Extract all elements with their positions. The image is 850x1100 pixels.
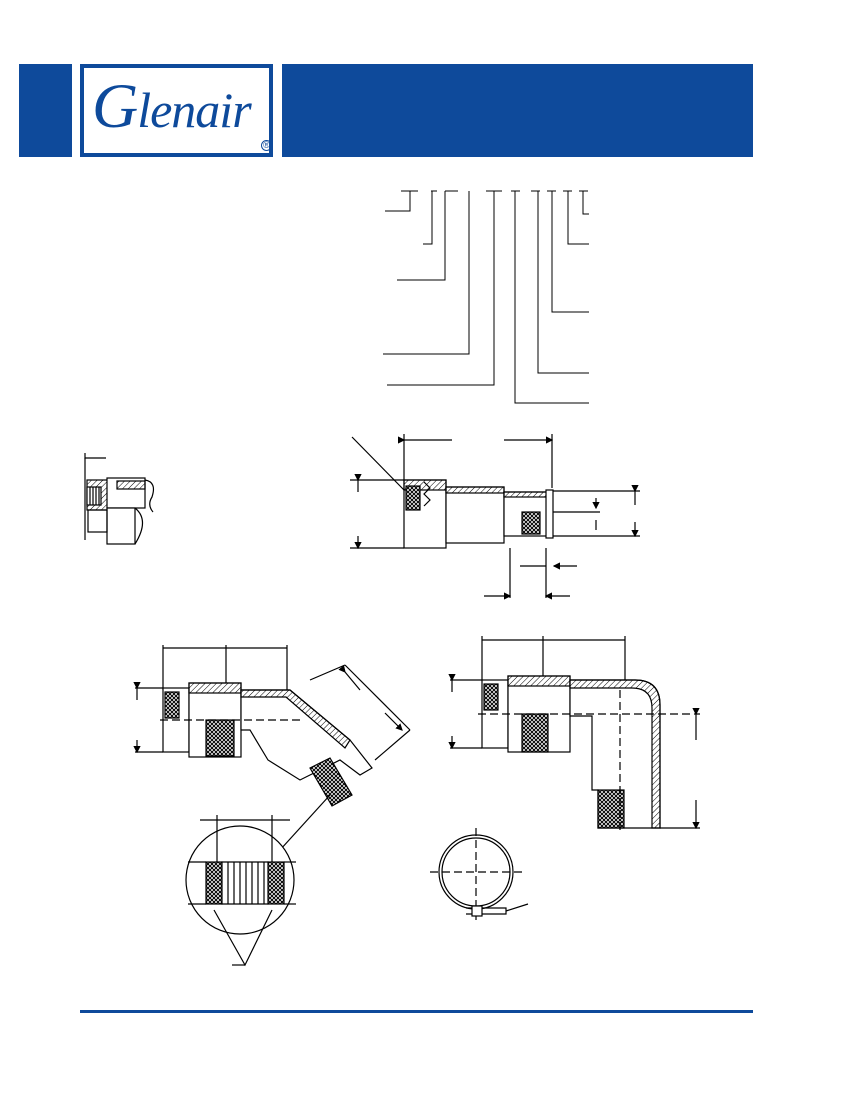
90-degree-backshell-section <box>448 636 700 830</box>
footer-rule <box>80 1010 753 1013</box>
logo-wordmark: Glenair <box>92 70 252 141</box>
band-termination-detail-circle <box>185 815 296 967</box>
logo: Glenair ® <box>80 64 273 157</box>
header-band <box>282 64 753 157</box>
detail-a-partial-section <box>84 453 155 545</box>
part-number-callout-diagram <box>383 190 589 404</box>
45-degree-backshell-section <box>133 645 411 851</box>
straight-backshell-section <box>350 434 640 600</box>
logo-panel: Glenair ® <box>83 67 272 154</box>
registered-mark: ® <box>261 140 272 151</box>
band-strap-end-view <box>430 828 529 922</box>
header-tab-left <box>19 64 72 157</box>
